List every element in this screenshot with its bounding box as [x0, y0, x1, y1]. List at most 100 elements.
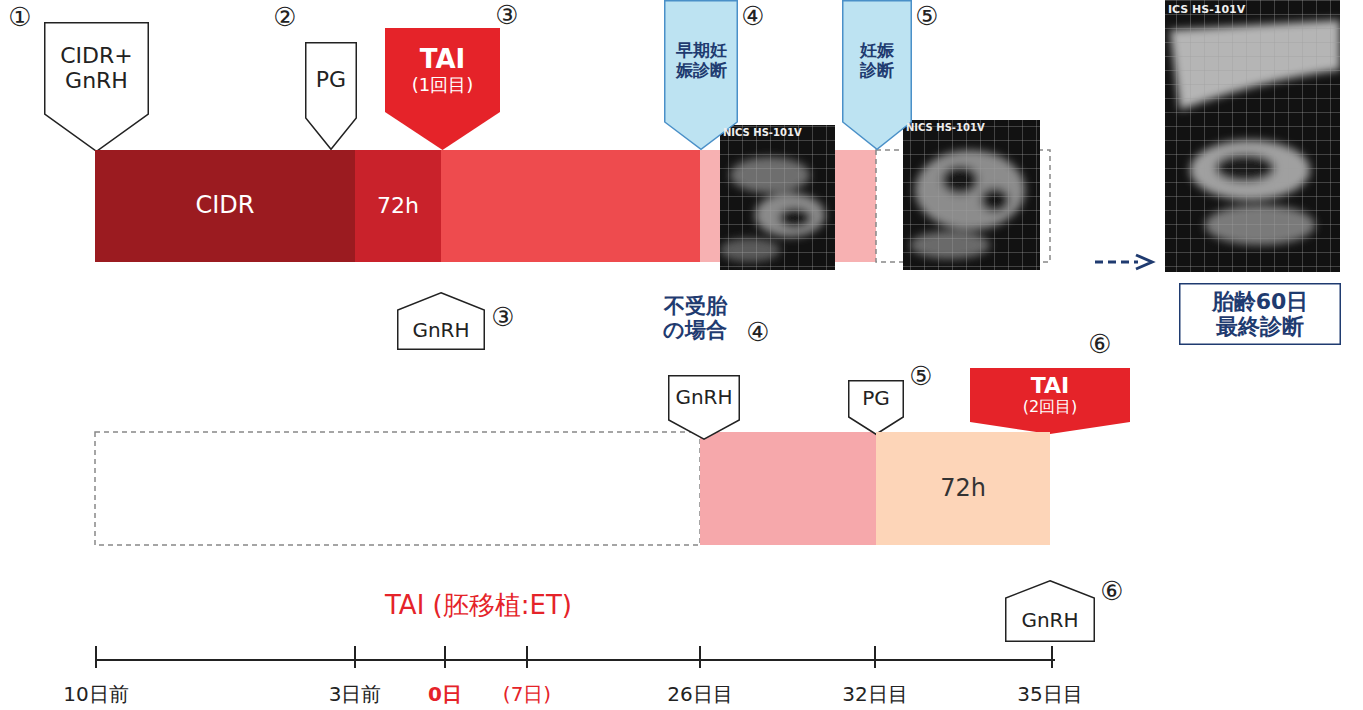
node-text: GnRH — [1021, 609, 1078, 632]
node-shape — [843, 1, 912, 150]
node-text-area: TAI(2回目) — [970, 368, 1130, 422]
node-text-area: PG — [305, 42, 357, 118]
axis-tick — [699, 646, 701, 668]
axis-label: 3日前 — [329, 683, 382, 706]
node-text: CIDR — [196, 192, 255, 220]
callout-number: ④ — [741, 2, 764, 32]
node-shape — [970, 368, 1130, 434]
node-text: GnRH — [412, 319, 469, 342]
node-text-area: 早期妊娠診断 — [664, 0, 738, 122]
node-shape — [849, 381, 904, 435]
node-shape — [876, 432, 1050, 545]
node-shape — [1180, 284, 1341, 345]
arrow-head — [1136, 255, 1152, 269]
node-text: 妊娠診断 — [856, 41, 898, 80]
step-marker: GnRH — [668, 375, 740, 440]
axis-label: 35日目 — [1017, 683, 1082, 706]
node-text-area: CIDR+ GnRH — [44, 22, 149, 114]
insemination-marker: TAI(1回目) — [385, 28, 500, 150]
callout-number: ⑥ — [1100, 577, 1123, 607]
node-text-area: GnRH — [1005, 598, 1095, 642]
node-shape — [45, 23, 149, 152]
axis-ticks — [96, 646, 1052, 668]
ultrasound-grid — [903, 120, 1040, 270]
node-text-area: CIDR — [95, 150, 355, 262]
callout-number: ① — [8, 3, 31, 33]
condition-note: 不受胎 の場合 — [653, 294, 737, 342]
callout-number: ③ — [491, 303, 514, 333]
step-marker: PG — [848, 380, 904, 435]
diagnosis-marker: 妊娠診断 — [842, 0, 912, 150]
node-text-area: 72h — [876, 432, 1050, 545]
device-label: ICS HS-101V — [1168, 4, 1245, 17]
callout-number: ③ — [495, 1, 518, 31]
axis-caption: TAI (胚移植:ET) — [385, 591, 572, 621]
node-shape — [398, 293, 485, 350]
axis-label: (7日) — [503, 683, 551, 706]
node-text-area: GnRH — [397, 310, 485, 350]
axis-label: 10日前 — [63, 683, 128, 706]
node-text: PG — [316, 67, 346, 92]
treatment-bar: 72h — [355, 150, 441, 262]
ultrasound-grid — [720, 125, 835, 270]
node-text: 早期妊娠診断 — [668, 41, 734, 80]
node-shape — [385, 28, 500, 150]
node-shape — [669, 376, 740, 440]
axis-label: 0日 — [428, 683, 462, 706]
dashed-box — [95, 432, 700, 545]
callout-number: ② — [273, 3, 296, 33]
node-text-area: 胎齢60日 最終診断 — [1179, 283, 1341, 345]
node-text: (1回目) — [412, 75, 474, 96]
ultrasound-image — [720, 125, 835, 270]
node-text-area: GnRH — [668, 375, 740, 420]
device-label: NICS HS-101V — [723, 127, 802, 139]
node-shape — [1006, 581, 1095, 642]
node-text: GnRH — [675, 386, 732, 409]
node-shape — [665, 1, 738, 150]
node-text-area: 妊娠診断 — [842, 0, 912, 122]
dashed-arrow — [1095, 261, 1138, 264]
ultrasound-grid — [1165, 0, 1340, 272]
step-marker: PG — [305, 42, 357, 150]
node-text: PG — [862, 387, 890, 410]
node-text-area: 72h — [355, 150, 441, 262]
protocol-bar — [441, 150, 701, 262]
node-text: 胎齢60日 最終診断 — [1185, 289, 1335, 340]
ultrasound-ground — [903, 120, 1040, 270]
node-text-area: TAI(1回目) — [385, 28, 500, 112]
step-marker: CIDR+ GnRH — [44, 22, 149, 152]
node-text-area: PG — [848, 380, 904, 417]
node-text: (2回目) — [1023, 398, 1078, 416]
axis-label: 32日目 — [842, 683, 907, 706]
node-text: 72h — [377, 193, 419, 218]
time-axis — [95, 659, 1055, 661]
node-outline — [305, 42, 357, 150]
ultrasound-image — [1165, 0, 1340, 272]
ultrasound-ground — [1165, 0, 1340, 272]
axis-label: 26日目 — [667, 683, 732, 706]
callout-number: ⑤ — [909, 362, 932, 392]
axis-tick — [95, 646, 97, 668]
node-shape — [355, 150, 441, 262]
node-shape — [306, 43, 357, 150]
node-shape — [95, 150, 355, 262]
ultrasound-image — [903, 120, 1040, 270]
node-text: CIDR+ GnRH — [49, 43, 144, 94]
node-text: TAI — [1031, 373, 1070, 398]
axis-tick — [444, 646, 446, 668]
axis-tick — [354, 646, 356, 668]
axis-tick — [1051, 646, 1053, 668]
injection-marker: GnRH — [1005, 580, 1095, 642]
insemination-marker: TAI(2回目) — [970, 368, 1130, 434]
treatment-bar: CIDR — [95, 150, 355, 262]
callout-number: ④ — [746, 318, 769, 348]
protocol-bar — [700, 432, 876, 545]
injection-marker: GnRH — [397, 292, 485, 350]
node-text: 72h — [940, 475, 986, 503]
axis-tick — [526, 646, 528, 668]
ultrasound-ground — [720, 125, 835, 270]
node-text: TAI — [420, 45, 466, 75]
device-label: NICS HS-101V — [906, 122, 985, 134]
final-diagnosis-box: 胎齢60日 最終診断 — [1179, 283, 1341, 345]
